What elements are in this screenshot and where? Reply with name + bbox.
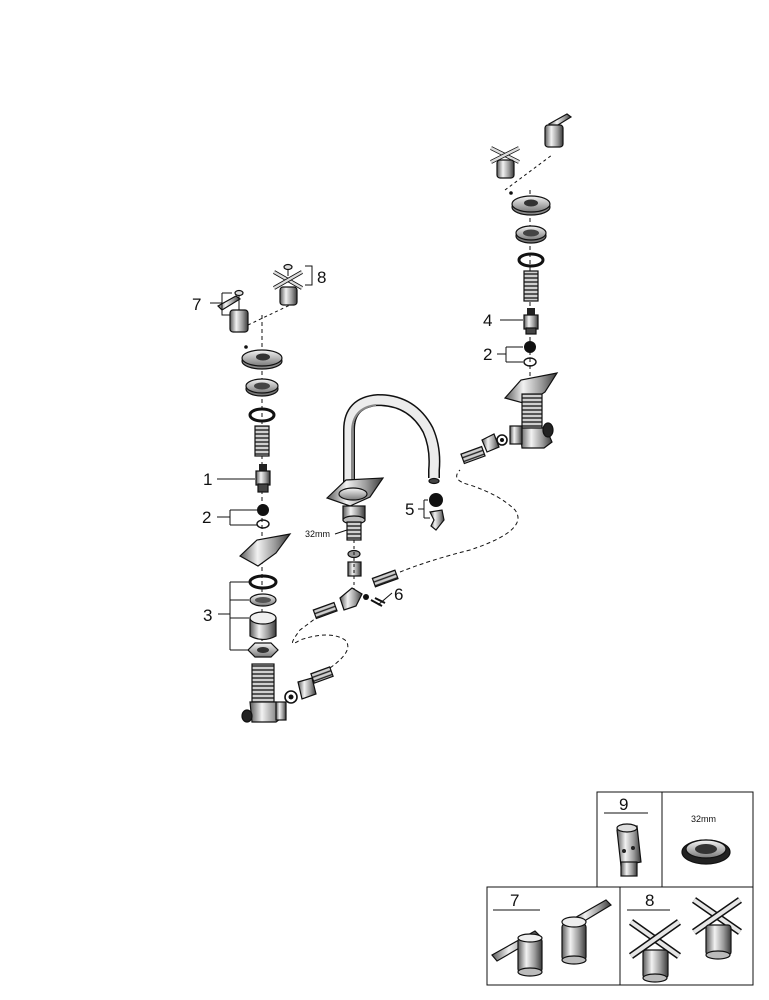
left-fixing-set [247, 574, 279, 658]
spout-nut-dimension: 32mm [305, 529, 330, 539]
callout-3: 3 [203, 606, 212, 625]
right-cartridge [523, 308, 539, 335]
left-cover-cap [241, 345, 283, 370]
right-o-ring [517, 252, 545, 268]
left-escutcheon [245, 378, 279, 397]
right-hose-path [399, 469, 519, 573]
callout-4: 4 [483, 311, 492, 330]
left-deck-surface [238, 533, 292, 567]
right-supply-connector [460, 433, 508, 465]
box-8-cross-handle-a [628, 919, 682, 983]
box-9-number: 9 [619, 795, 628, 814]
right-valve-assembly [460, 113, 573, 465]
box-8-cross-handle-b [692, 897, 742, 960]
left-washer [257, 504, 269, 516]
right-threaded-sleeve [523, 270, 539, 302]
right-valve-body [509, 393, 554, 449]
spout-threaded-shank [346, 521, 362, 541]
box-7-lever-handle-a [491, 930, 543, 977]
right-lever-handle [544, 113, 573, 148]
left-hose-path [292, 617, 349, 669]
callout-leaders [210, 265, 523, 651]
left-seal-ring [256, 519, 270, 529]
spare-parts-panel: 9 32mm 7 [486, 791, 754, 986]
left-supply-connector [284, 666, 334, 704]
box-9-cartridge-extension [616, 823, 642, 877]
left-cross-handle [273, 263, 303, 306]
callout-8: 8 [317, 268, 326, 287]
box-ring-label: 32mm [691, 814, 716, 824]
spout-assembly [325, 393, 441, 600]
callout-2-right: 2 [483, 345, 492, 364]
left-lever-handle [217, 289, 249, 333]
aerator-assembly [429, 493, 445, 531]
right-washer [524, 341, 536, 353]
left-valve-body [241, 663, 287, 723]
tee-connector [312, 569, 399, 620]
right-seal-ring [523, 357, 537, 367]
callout-7: 7 [192, 295, 201, 314]
left-valve-assembly [217, 263, 349, 723]
left-cartridge [255, 464, 271, 493]
callout-6: 6 [394, 585, 403, 604]
left-threaded-sleeve [254, 425, 270, 457]
callout-2-left: 2 [202, 508, 211, 527]
box-7 [486, 886, 621, 986]
box-8-number: 8 [645, 891, 654, 910]
box-7-lever-handle-b [561, 899, 612, 965]
callout-5: 5 [405, 500, 414, 519]
box-7-number: 7 [510, 891, 519, 910]
callout-1: 1 [203, 470, 212, 489]
box-ring-seal [681, 839, 731, 865]
right-cross-handle [490, 146, 520, 179]
left-o-ring [248, 407, 276, 423]
